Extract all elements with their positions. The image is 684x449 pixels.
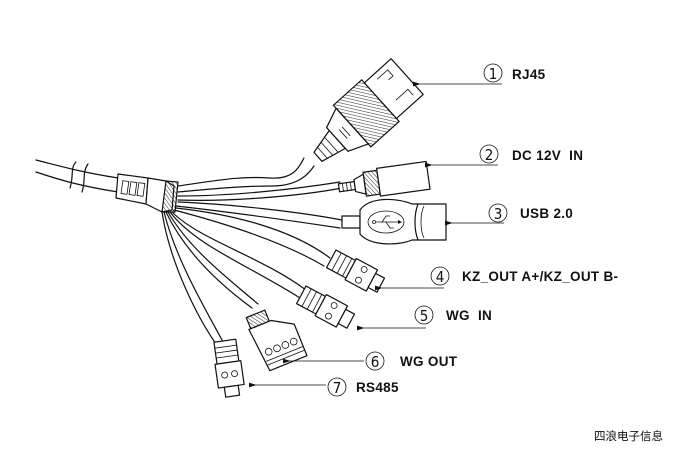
wg-out-terminal-block <box>245 309 308 372</box>
watermark-text: 四浪电子信息 <box>594 429 663 443</box>
wg-in-connector <box>295 285 356 329</box>
callout-number: 1 <box>489 65 498 83</box>
rs485-connector <box>213 338 245 398</box>
branch-cables <box>161 157 343 345</box>
callout-5: 5 WG IN <box>414 305 492 325</box>
callout-label-wg-out: WG OUT <box>400 354 458 369</box>
callout-label-wg-in: WG IN <box>446 308 492 323</box>
callout-number: 3 <box>494 205 503 223</box>
usb-icon <box>372 215 402 229</box>
dc-power-connector <box>337 160 431 197</box>
callout-4: 4 KZ_OUT A+/KZ_OUT B- <box>430 266 618 286</box>
callout-6: 6 WG OUT <box>365 351 458 371</box>
cable-boot <box>115 173 179 213</box>
main-cable <box>35 159 179 213</box>
callout-2: 2 DC 12V IN <box>479 144 583 164</box>
callout-label-rs485: RS485 <box>356 380 399 395</box>
callout-number: 4 <box>436 268 445 286</box>
callout-7: 7 RS485 <box>327 377 399 397</box>
callout-number: 6 <box>371 353 380 371</box>
terminal-pins <box>264 337 298 356</box>
kz-out-connector <box>325 249 386 293</box>
callout-label-usb: USB 2.0 <box>520 206 573 221</box>
callout-number: 5 <box>420 307 429 325</box>
callout-3: 3 USB 2.0 <box>488 203 573 223</box>
callout-number: 7 <box>333 379 342 397</box>
callout-label-dc-12v-in: DC 12V IN <box>512 148 583 163</box>
callout-number: 2 <box>485 146 494 164</box>
callout-label-rj45: RJ45 <box>512 67 546 82</box>
usb-connector <box>341 198 447 245</box>
callout-leaders <box>248 81 504 388</box>
rj45-connector <box>313 58 424 162</box>
callout-1: 1 RJ45 <box>483 63 546 83</box>
callout-label-kz-out: KZ_OUT A+/KZ_OUT B- <box>462 269 618 284</box>
